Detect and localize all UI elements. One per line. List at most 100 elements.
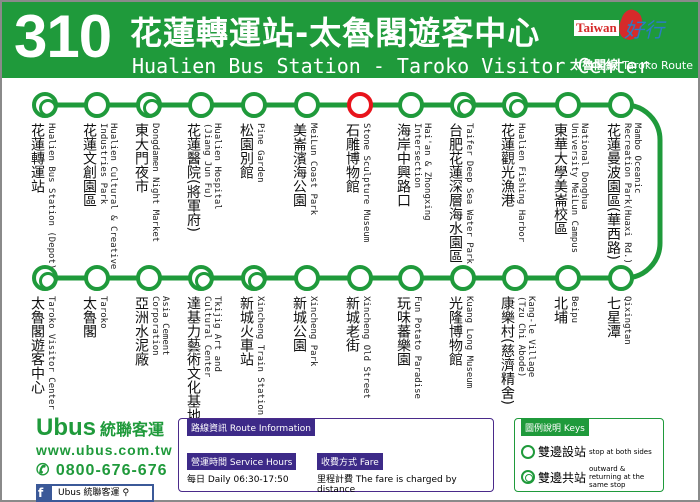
stop-name-en: National Donghua University MeiLun Campu… — [569, 123, 589, 254]
stop-label: Mambo Oceanic Recreation Park(Huaxi Rd.)… — [605, 123, 642, 264]
facebook-search-text: Ubus 統聯客運 ⚲ — [52, 486, 152, 500]
stop-marker[interactable] — [188, 92, 214, 118]
stop-name-zh: 花蓮觀光漁港 — [499, 123, 515, 207]
stop-name-en: Hualien Bus Station (Depot) — [46, 123, 56, 270]
stop-name-zh: 亞洲水泥廠 — [133, 296, 149, 366]
single-stop-icon — [521, 444, 535, 459]
stop-name-en: Xincheng Park — [308, 296, 318, 367]
stop-marker[interactable] — [294, 265, 320, 291]
stop-name-zh: 光隆博物館 — [447, 296, 463, 366]
stop-name-zh: 花蓮醫院(將軍府) — [185, 123, 201, 232]
stop-marker[interactable] — [84, 92, 110, 118]
stop-marker[interactable] — [32, 265, 58, 291]
company-url[interactable]: www.ubus.com.tw — [36, 442, 173, 458]
stop-marker[interactable] — [136, 92, 162, 118]
stop-name-en: Dongdamen Night Market — [150, 123, 160, 243]
legend-double-en: outward & returning at the same stop — [589, 465, 645, 489]
legend-double-zh: 雙邊共站 — [538, 470, 587, 485]
stop-name-zh: 石雕博物館 — [344, 123, 360, 193]
fare-label: 收費方式 Fare — [317, 453, 383, 470]
stop-marker[interactable] — [32, 92, 58, 118]
stop-name-en: Fun Potato Paradise — [412, 296, 422, 399]
stop-name-en: Beipu — [569, 296, 579, 324]
stop-label: Hualien Cultural & Creative Industries P… — [81, 123, 118, 269]
stop-name-en: Taroko Visitor Center — [46, 296, 56, 410]
stop-name-zh: 新城公園 — [291, 296, 307, 352]
stop-name-zh: 康樂村(慈濟精舍) — [499, 296, 515, 405]
stop-marker[interactable] — [450, 265, 476, 291]
stop-name-en: Hualien Fishing Harbor — [516, 123, 526, 243]
stop-marker[interactable] — [294, 92, 320, 118]
stop-marker[interactable] — [608, 265, 634, 291]
stop-marker[interactable] — [555, 265, 581, 291]
stop-marker[interactable] — [347, 92, 373, 118]
stop-marker[interactable] — [241, 92, 267, 118]
stop-name-en: Hualien Cultural & Creative Industries P… — [98, 123, 118, 270]
stop-marker[interactable] — [84, 265, 110, 291]
title-zh: 花蓮轉運站-太魯閣遊客中心 — [130, 14, 541, 52]
stop-marker[interactable] — [450, 92, 476, 118]
stop-name-zh: 太魯閣遊客中心 — [29, 296, 45, 394]
stop-name-en: Taifer Deep Sea Water Park — [464, 123, 474, 264]
stop-name-zh: 台肥花蓮深層海水園區 — [447, 123, 463, 263]
stop-name-en: Mambo Oceanic Recreation Park(Huaxi Rd.) — [622, 123, 642, 264]
stop-name-zh: 美崙濱海公園 — [291, 123, 307, 207]
stop-name-zh: 花蓮轉運站 — [29, 123, 45, 193]
facebook-search[interactable]: f Ubus 統聯客運 ⚲ — [36, 484, 154, 502]
title-en: Hualien Bus Station - Taroko Visitor Cen… — [132, 54, 650, 78]
legend-title: 圖例說明 Keys — [521, 419, 589, 436]
stop-marker[interactable] — [555, 92, 581, 118]
taiwan-logo: Taiwan — [574, 20, 619, 36]
route-zh: 太魯閣線 — [570, 58, 619, 72]
stop-marker[interactable] — [347, 265, 373, 291]
search-icon: ⚲ — [122, 488, 130, 498]
route-en: Taroko Route — [622, 59, 693, 72]
stop-marker[interactable] — [608, 92, 634, 118]
stop-name-zh: 花蓮文創園區 — [81, 123, 97, 207]
stop-name-zh: 松園別館 — [238, 123, 254, 179]
route-tag: 太魯閣線 Taroko Route — [570, 56, 693, 73]
header: 310 花蓮轉運站-太魯閣遊客中心 Hualien Bus Station - … — [2, 2, 698, 78]
stop-marker[interactable] — [398, 92, 424, 118]
stop-name-en: Hai'an & Zhongxing Intersection — [412, 123, 432, 221]
stop-marker[interactable] — [241, 265, 267, 291]
stop-marker[interactable] — [502, 92, 528, 118]
stop-name-zh: 新城火車站 — [238, 296, 254, 366]
stop-name-en: Stone Sculpture Museum — [361, 123, 371, 243]
phone-icon: ✆ — [36, 462, 56, 479]
stop-marker[interactable] — [502, 265, 528, 291]
facebook-icon: f — [38, 486, 44, 500]
stop-marker[interactable] — [136, 265, 162, 291]
stop-name-zh: 東大門夜市 — [133, 123, 149, 193]
route-info-box: 路線資訊 Route Information 營運時間 Service Hour… — [178, 418, 494, 495]
legend-single-en: stop at both sides — [589, 447, 652, 456]
stop-name-en: Qixingtan — [622, 296, 632, 345]
route-info-title: 路線資訊 Route Information — [187, 419, 315, 436]
stop-marker[interactable] — [188, 265, 214, 291]
stop-name-zh: 花蓮曼波園區(華西路) — [605, 123, 621, 260]
stop-name-zh: 東華大學美崙校區 — [552, 123, 568, 235]
stop-name-zh: 玩味蕃樂園 — [395, 296, 411, 366]
stop-name-en: Xincheng Old Street — [361, 296, 371, 399]
stop-marker[interactable] — [398, 265, 424, 291]
stop-name-en: Xincheng Train Station — [255, 296, 265, 416]
hours-value: 每日 Daily 06:30-17:50 — [187, 475, 289, 485]
